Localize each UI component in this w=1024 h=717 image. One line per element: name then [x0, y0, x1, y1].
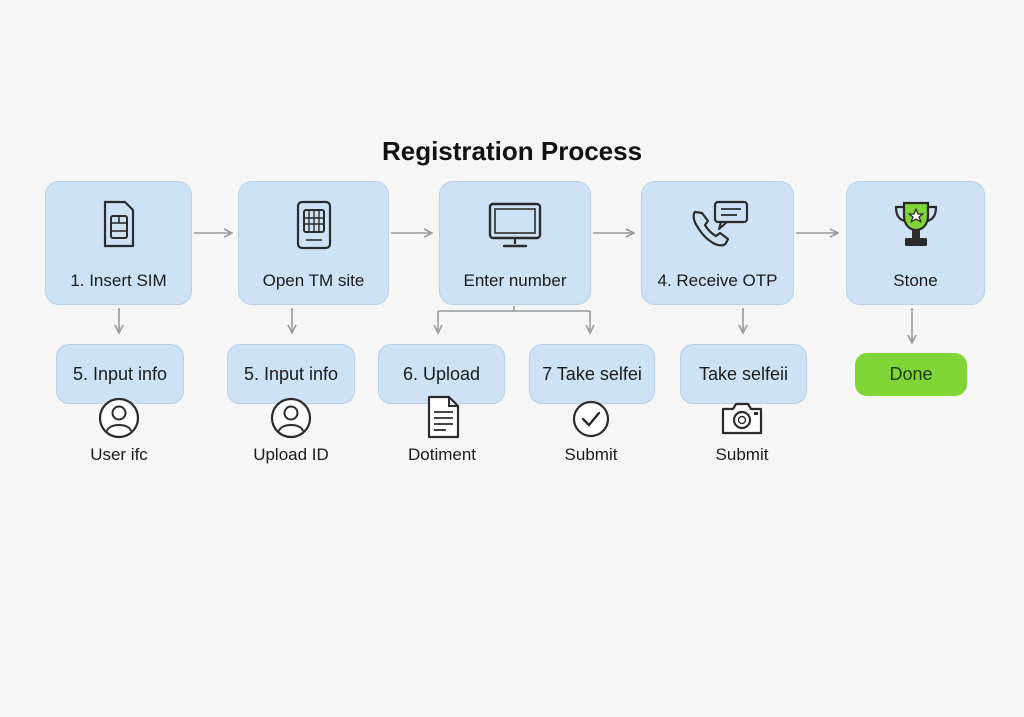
- substep-take-selfie-2: Take selfeii: [680, 344, 807, 404]
- phone-message-icon: [642, 198, 793, 252]
- substep-upload: 6. Upload: [378, 344, 505, 404]
- trophy-icon: [847, 198, 984, 252]
- caption-submit-2: Submit: [715, 445, 769, 464]
- caption-upload-id: Upload ID: [253, 445, 329, 464]
- substep-input-info-2: 5. Input info: [227, 344, 355, 404]
- step-receive-otp: 4. Receive OTP: [641, 181, 794, 305]
- diagram-title: Registration Process: [381, 136, 643, 166]
- step-label: Enter number: [463, 271, 567, 290]
- caption-submit-1: Submit: [564, 445, 618, 464]
- step-label: 1. Insert SIM: [70, 271, 167, 290]
- step-open-tm-site: Open TM site: [238, 181, 389, 305]
- monitor-icon: [440, 198, 590, 252]
- caption-document: Dotiment: [407, 445, 477, 464]
- check-circle-icon: [570, 398, 612, 440]
- caption-user-info: User ifc: [90, 445, 148, 464]
- camera-icon: [719, 398, 765, 438]
- done-badge: Done: [855, 353, 967, 396]
- step-label: Stone: [893, 271, 938, 290]
- step-label: Open TM site: [262, 271, 365, 290]
- document-icon: [422, 394, 464, 440]
- sim-card-icon: [46, 198, 191, 250]
- user-icon: [269, 396, 313, 440]
- chip-icon: [239, 198, 388, 252]
- step-stone: Stone: [846, 181, 985, 305]
- user-icon: [97, 396, 141, 440]
- step-label: 4. Receive OTP: [657, 271, 778, 290]
- substep-input-info-1: 5. Input info: [56, 344, 184, 404]
- substep-take-selfie: 7 Take selfei: [529, 344, 655, 404]
- step-insert-sim: 1. Insert SIM: [45, 181, 192, 305]
- arrow-step3-branch: [438, 306, 515, 312]
- step-enter-number: Enter number: [439, 181, 591, 305]
